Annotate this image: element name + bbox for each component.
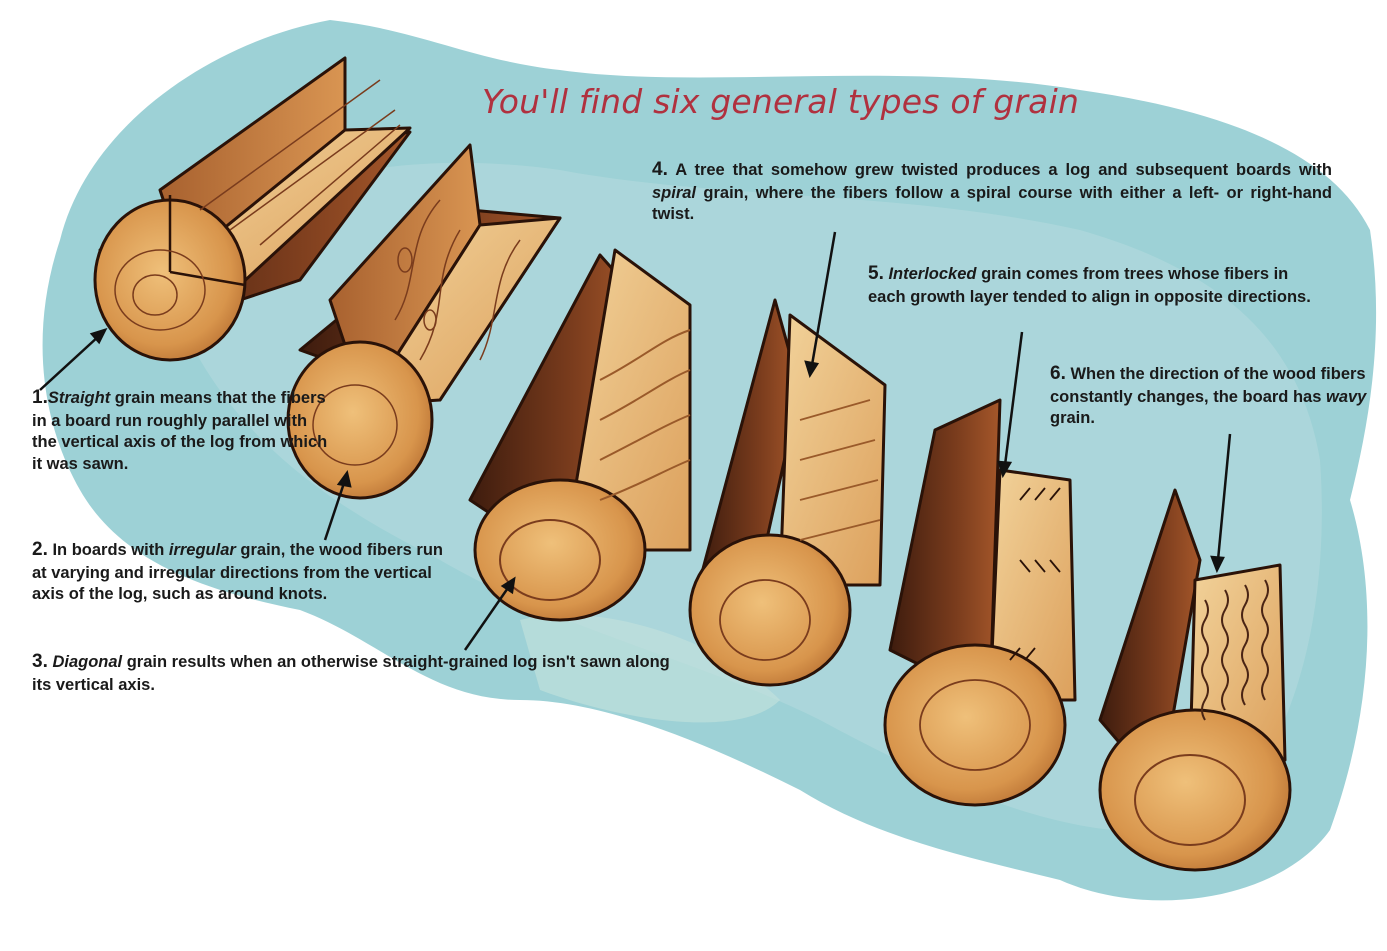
caption-number: 1. — [32, 387, 48, 408]
grain-type-term: Interlocked — [888, 265, 976, 283]
caption-number: 2. — [32, 539, 48, 560]
caption-number: 3. — [32, 651, 48, 672]
grain-type-term: irregular — [169, 541, 236, 559]
caption-spiral: 4. A tree that somehow grew twisted prod… — [652, 158, 1332, 226]
page-title: You'll find six general types of grain — [482, 82, 1202, 121]
caption-number: 4. — [652, 159, 668, 180]
caption-diagonal: 3. Diagonal grain results when an otherw… — [32, 650, 682, 696]
grain-type-term: wavy — [1326, 388, 1366, 406]
grain-type-term: Straight — [48, 389, 110, 407]
caption-irregular: 2. In boards with irregular grain, the w… — [32, 538, 462, 606]
caption-number: 5. — [868, 263, 884, 284]
grain-type-term: spiral — [652, 184, 696, 202]
caption-interlocked: 5. Interlocked grain comes from trees wh… — [868, 262, 1328, 308]
caption-straight: 1.Straight grain means that the fibers i… — [32, 386, 332, 475]
caption-wavy: 6. When the direction of the wood fibers… — [1050, 362, 1385, 430]
grain-type-term: Diagonal — [52, 653, 122, 671]
caption-number: 6. — [1050, 363, 1066, 384]
